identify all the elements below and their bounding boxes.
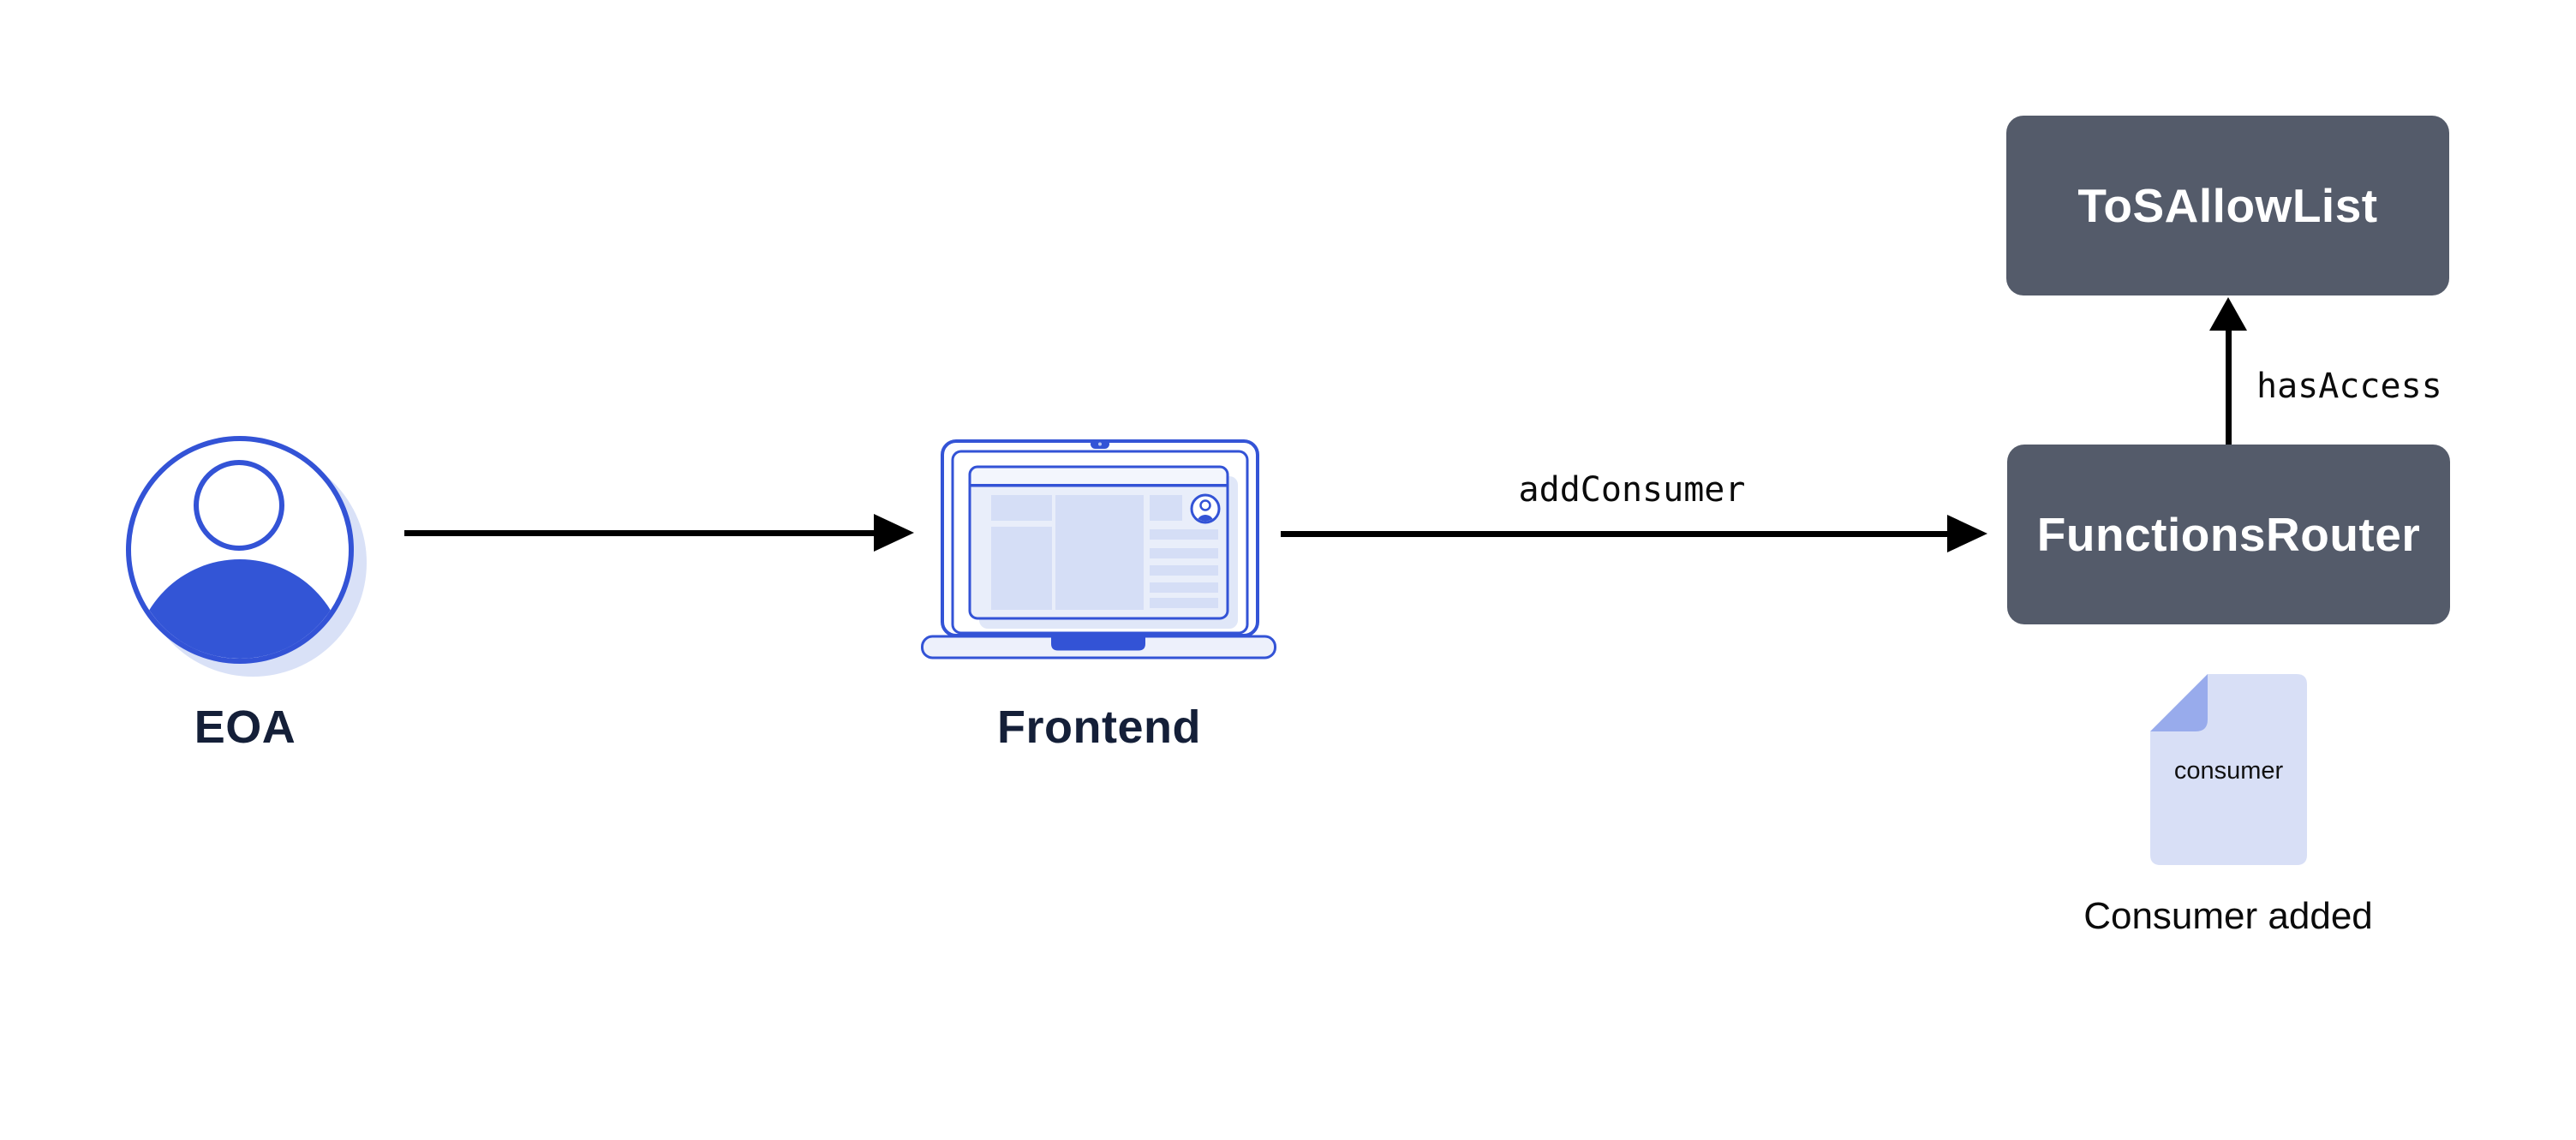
edge-functions-router-to-tos-allow-list (2226, 329, 2232, 445)
node-tos-allow-list: ToSAllowList (2006, 116, 2449, 295)
user-avatar-icon (126, 436, 367, 677)
node-functions-router: FunctionsRouter (2007, 445, 2450, 624)
arrowhead-right-icon (1947, 515, 1987, 552)
edge-eoa-to-frontend (404, 530, 876, 536)
laptop-icon (921, 439, 1276, 660)
document-icon (2150, 674, 2307, 865)
edge-label-add-consumer: addConsumer (1518, 470, 1746, 510)
node-label-frontend: Frontend (997, 701, 1201, 753)
node-label-eoa: EOA (194, 701, 296, 753)
node-label-functions-router: FunctionsRouter (2036, 508, 2421, 561)
edge-label-has-access: hasAccess (2256, 367, 2442, 406)
edge-frontend-to-functions-router (1281, 531, 1949, 537)
arrowhead-right-icon (874, 514, 914, 552)
node-label-tos-allow-list: ToSAllowList (2077, 179, 2378, 232)
document-caption: Consumer added (2083, 895, 2373, 937)
arrowhead-up-icon (2209, 297, 2247, 331)
document-label: consumer (2173, 757, 2284, 785)
